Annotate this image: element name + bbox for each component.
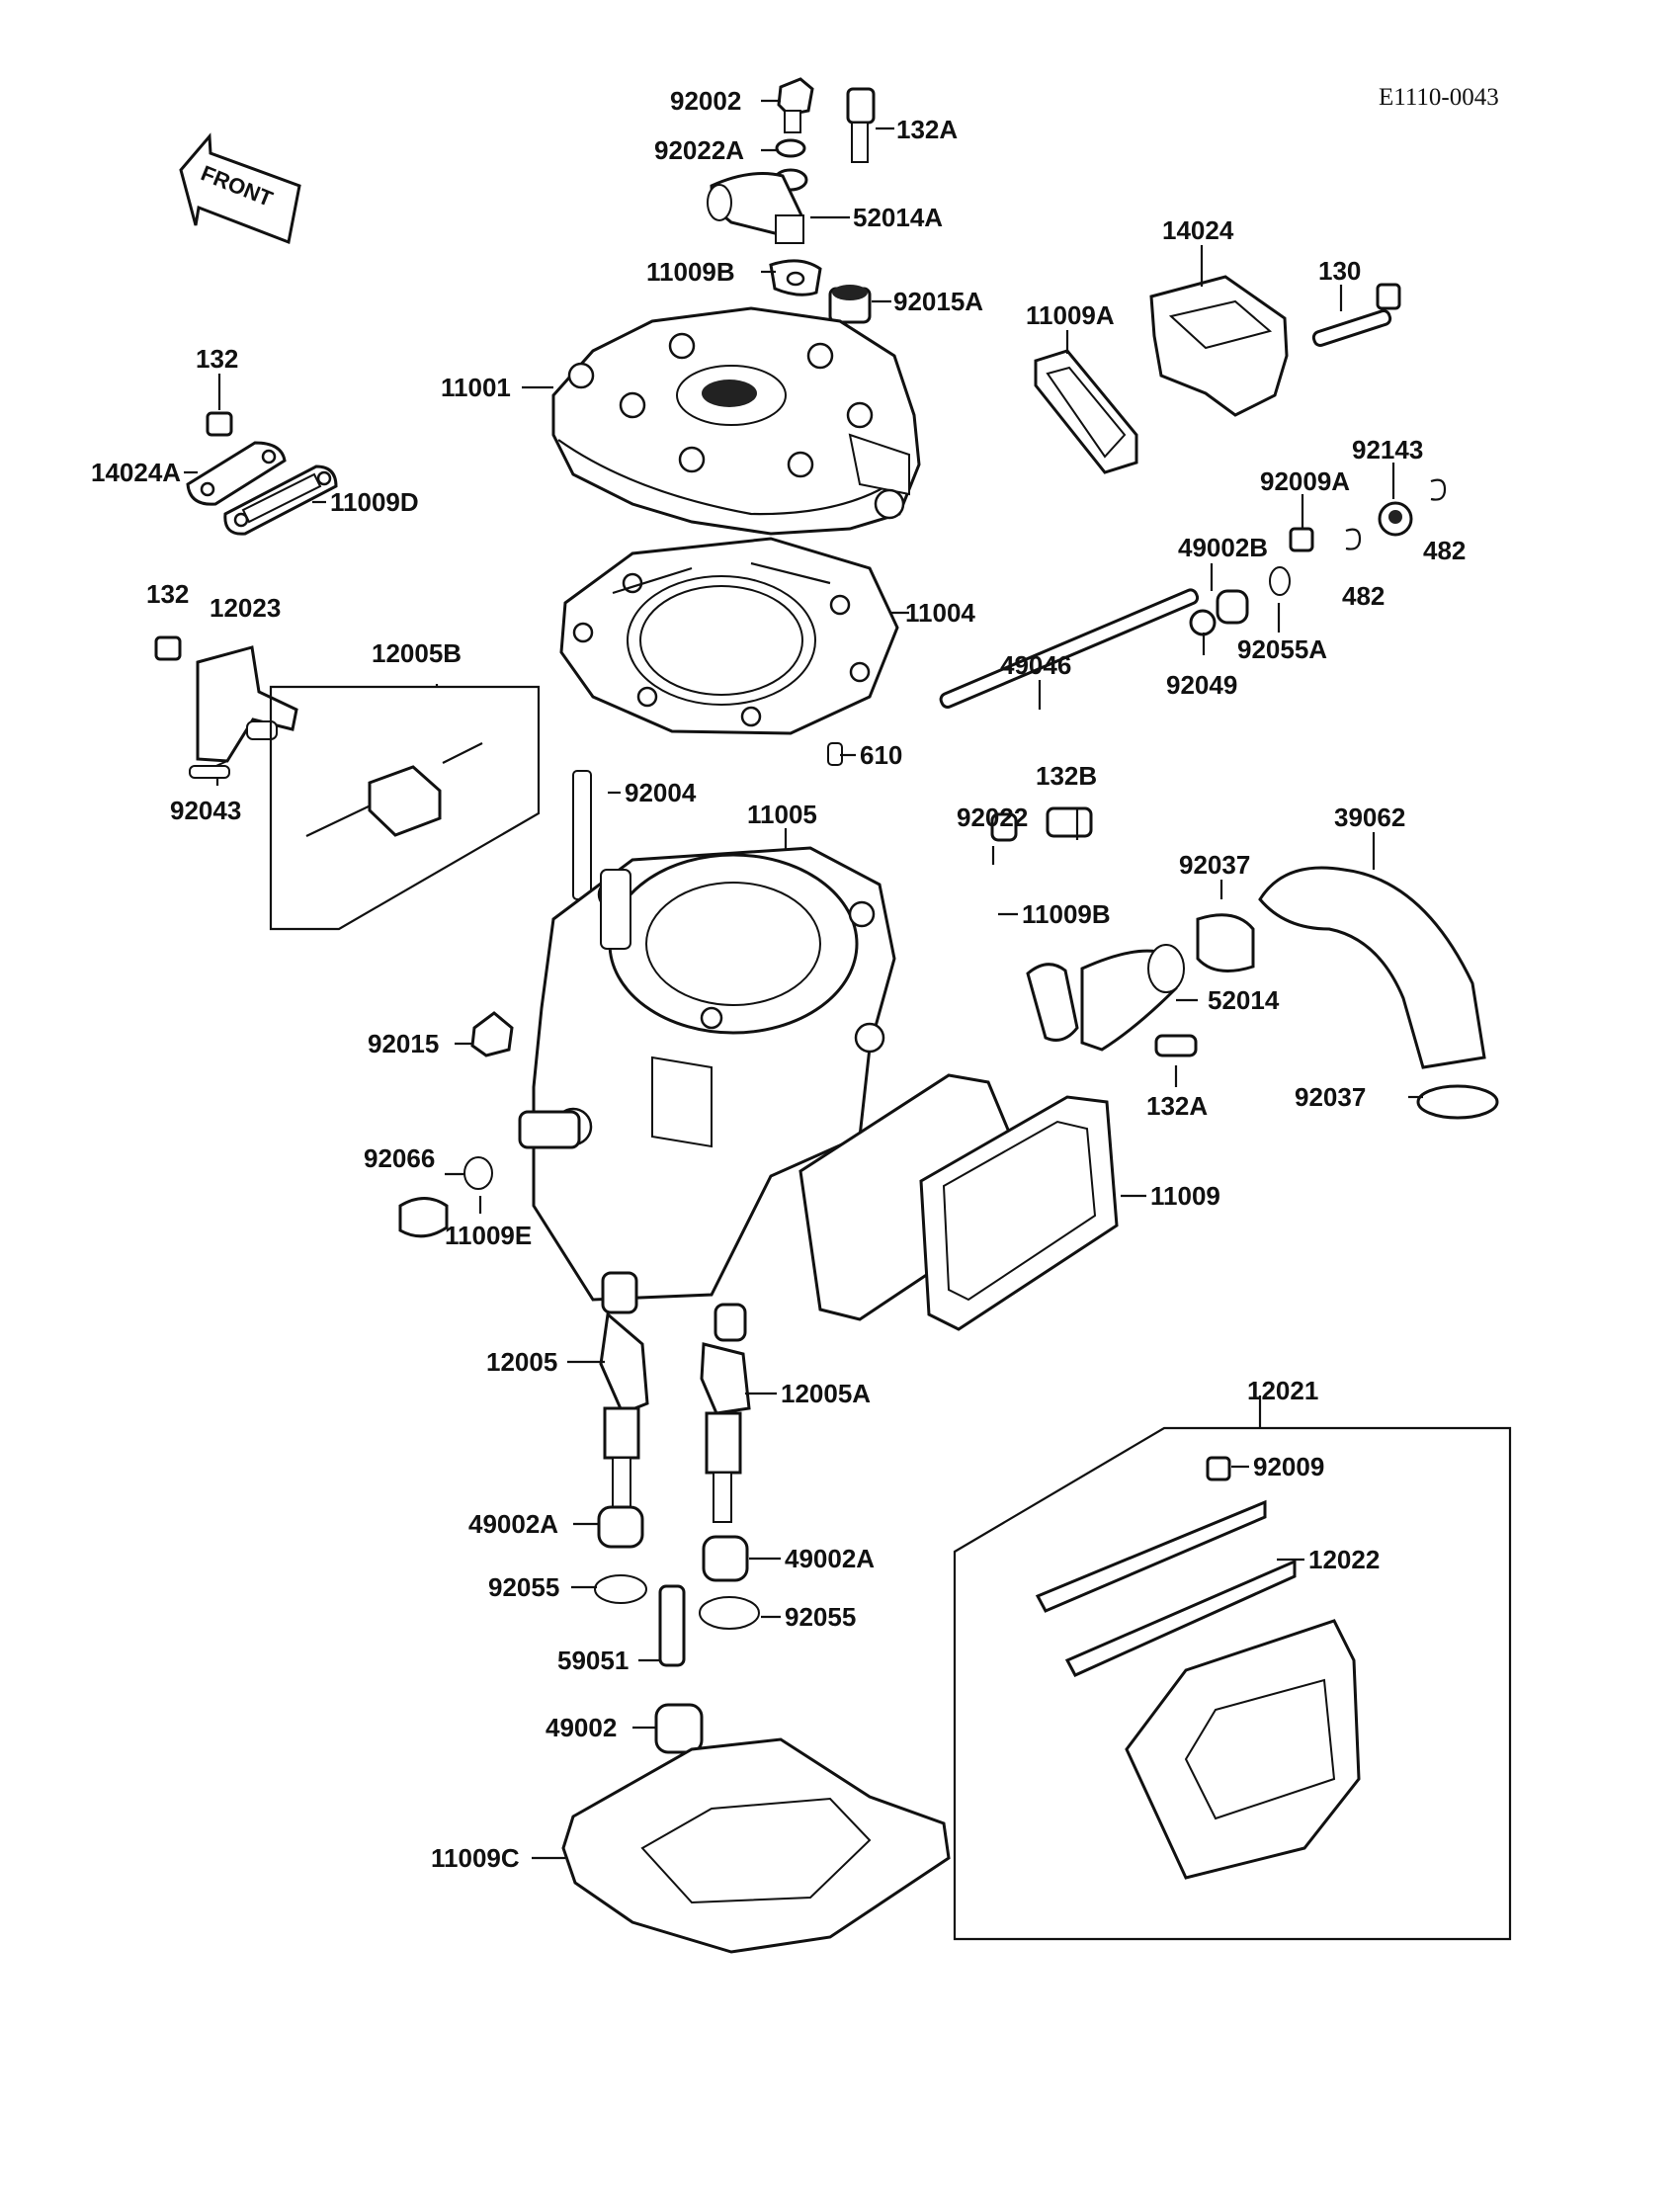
cover-14024A-drawing [186, 411, 338, 536]
label-39062: 39062 [1334, 803, 1405, 832]
label-11009C: 11009C [431, 1843, 520, 1873]
hose-39062-drawing [1258, 866, 1486, 1069]
label-11009B-mid: 11009B [1022, 899, 1111, 929]
reed-valve-12021-drawing [953, 1426, 1512, 1941]
label-59051: 59051 [557, 1646, 629, 1675]
label-92055-left: 92055 [488, 1572, 559, 1602]
label-52014: 52014 [1208, 985, 1280, 1015]
label-14024A: 14024A [91, 458, 181, 487]
label-52014A: 52014A [853, 203, 943, 232]
cylinder-head-drawing [551, 306, 921, 536]
leader-lines [184, 99, 1423, 1860]
label-49002A-right: 49002A [785, 1544, 875, 1573]
label-12022: 12022 [1308, 1545, 1380, 1574]
label-12005: 12005 [486, 1347, 557, 1377]
lower-left-parts-drawing [594, 1505, 760, 1754]
label-92049: 92049 [1166, 670, 1237, 700]
label-11009E: 11009E [445, 1221, 532, 1250]
label-92015: 92015 [368, 1029, 439, 1058]
label-132-mid: 132 [146, 579, 189, 609]
label-12005B: 12005B [372, 638, 462, 668]
label-49002: 49002 [546, 1713, 617, 1742]
label-12005A: 12005A [781, 1379, 871, 1408]
valve-12005-drawing [599, 1271, 649, 1518]
base-gasket-inner-drawing [640, 1797, 872, 1904]
dowel-pin-drawing [827, 742, 843, 766]
label-49002B: 49002B [1178, 533, 1268, 562]
label-92009A: 92009A [1260, 466, 1350, 496]
cylinder-11005-drawing [532, 846, 896, 1302]
label-12021: 12021 [1247, 1376, 1318, 1405]
label-482-a: 482 [1423, 536, 1466, 565]
label-92037-bot: 92037 [1295, 1082, 1366, 1112]
label-11001: 11001 [441, 373, 511, 402]
small-parts-left-drawing [398, 1011, 581, 1238]
valve-12005A-drawing [700, 1303, 751, 1523]
label-132A-mid: 132A [1146, 1091, 1208, 1121]
head-gasket-drawing [559, 537, 899, 735]
label-92002: 92002 [670, 86, 741, 116]
small-parts-right-drawing [939, 478, 1447, 709]
label-92055A: 92055A [1237, 634, 1327, 664]
front-arrow-icon: FRONT [179, 132, 301, 245]
label-92066: 92066 [364, 1143, 435, 1173]
gasket-11009-drawing [798, 1073, 1119, 1331]
bracket-12023-drawing [154, 635, 298, 779]
label-11009: 11009 [1150, 1181, 1220, 1211]
label-49002A-left: 49002A [468, 1509, 558, 1539]
label-92043: 92043 [170, 796, 241, 825]
label-92004: 92004 [625, 778, 697, 807]
label-92143: 92143 [1352, 435, 1423, 465]
valve-12005B-drawing [269, 685, 541, 931]
label-92022: 92022 [957, 803, 1028, 832]
label-12023: 12023 [210, 593, 281, 623]
label-482-b: 482 [1342, 581, 1385, 611]
label-132B: 132B [1036, 761, 1097, 791]
label-92055-right: 92055 [785, 1602, 856, 1632]
label-92015A: 92015A [893, 287, 983, 316]
outlet-52014-drawing [990, 806, 1255, 1057]
reference-code: E1110-0043 [1379, 84, 1499, 111]
label-11004: 11004 [905, 598, 975, 628]
part-labels: 92002 132A 92022A 52014A 11009B 92015A 1… [91, 86, 1466, 1873]
label-11009B-top: 11009B [646, 257, 735, 287]
label-14024: 14024 [1162, 215, 1234, 245]
label-11009A: 11009A [1026, 300, 1115, 330]
outlet-assembly-drawing [707, 77, 876, 324]
label-11005: 11005 [747, 800, 817, 829]
label-92009: 92009 [1253, 1452, 1324, 1481]
label-132-left: 132 [196, 344, 238, 374]
label-11009D: 11009D [330, 487, 419, 517]
label-49046: 49046 [1000, 650, 1071, 680]
label-610: 610 [860, 740, 902, 770]
label-132A-top: 132A [896, 115, 958, 144]
stud-92004-drawing [572, 770, 592, 900]
label-92022A: 92022A [654, 135, 744, 165]
label-92037-top: 92037 [1179, 850, 1250, 880]
cover-14024-drawing [1034, 275, 1401, 474]
label-130: 130 [1318, 256, 1361, 286]
clamp-92037-drawing [1416, 1084, 1499, 1120]
